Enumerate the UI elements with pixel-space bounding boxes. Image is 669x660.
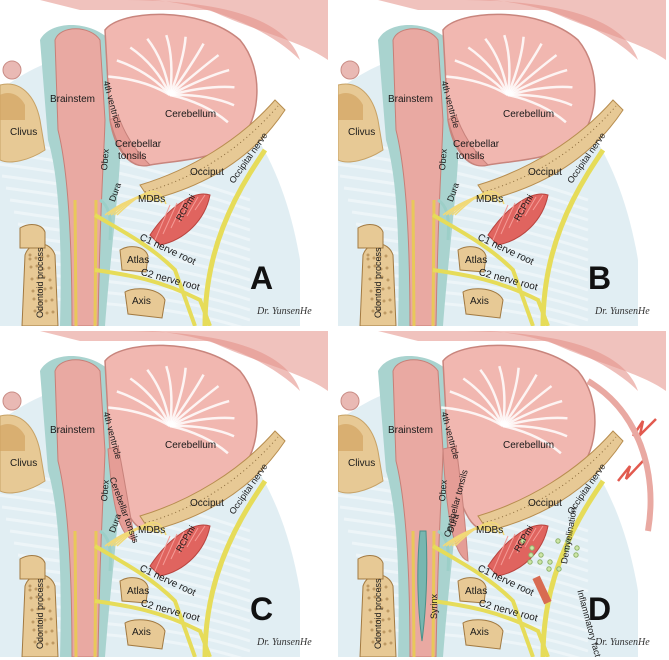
atlas-posterior-arch <box>457 577 487 604</box>
atlas-anterior-arch <box>19 555 46 580</box>
atlas-anterior-arch <box>357 555 384 580</box>
label-clivus: Clivus <box>348 127 376 138</box>
label-mdbs: MDBs <box>138 194 166 205</box>
label-odontoid-process: Odontoid process <box>35 247 45 318</box>
syrinx-cavity <box>417 530 428 642</box>
label-mdbs: MDBs <box>476 194 504 205</box>
label-atlas: Atlas <box>465 255 488 266</box>
anatomy-illustration <box>0 331 328 657</box>
label-odontoid-process: Odontoid process <box>373 247 383 318</box>
nerve-roots <box>93 148 268 326</box>
anatomy-illustration <box>338 331 666 657</box>
label-atlas: Atlas <box>465 586 488 597</box>
axis-bone <box>124 619 166 650</box>
axis-bone <box>462 288 504 319</box>
axis-bone <box>124 288 166 319</box>
anatomy-illustration <box>0 0 328 326</box>
label-cerebellar-tonsils: Cerebellar <box>453 139 500 150</box>
label-brainstem: Brainstem <box>50 425 96 436</box>
panel-letter: B <box>588 260 612 296</box>
odontoid-process <box>359 574 397 657</box>
label-cerebellum: Cerebellum <box>503 440 555 451</box>
label-occiput: Occiput <box>528 167 562 178</box>
atlas-anterior-arch <box>357 224 384 249</box>
label-cerebellar-tonsils-2: tonsils <box>456 151 485 162</box>
cerebellar-tonsils <box>109 114 151 167</box>
cerebellar-tonsils <box>107 445 136 542</box>
label-axis: Axis <box>132 296 151 307</box>
nerve-roots <box>431 148 606 326</box>
brainstem <box>54 359 106 657</box>
atlas-anterior-arch <box>19 224 46 249</box>
panel-letter: A <box>250 260 274 296</box>
occiput-bone <box>139 430 286 532</box>
atlas-posterior-arch <box>119 246 149 273</box>
nerve-roots <box>93 479 268 657</box>
label-syrinx: Syrinx <box>429 593 439 619</box>
occiput-bone <box>139 99 286 201</box>
brainstem <box>392 28 444 326</box>
label-obex: Obex <box>99 148 111 171</box>
brainstem <box>392 359 444 657</box>
label-odontoid-process: Odontoid process <box>35 578 45 649</box>
label-occiput: Occiput <box>190 167 224 178</box>
brainstem <box>54 28 106 326</box>
anatomy-illustration <box>338 0 666 326</box>
label-obex: Obex <box>437 479 449 502</box>
label-brainstem: Brainstem <box>388 94 434 105</box>
label-cerebellum: Cerebellum <box>503 109 555 120</box>
label-clivus: Clivus <box>10 127 38 138</box>
odontoid-process <box>21 574 59 657</box>
label-cerebellum: Cerebellum <box>165 109 217 120</box>
author-signature: Dr. YunsenHe <box>595 637 650 648</box>
label-occiput: Occiput <box>190 498 224 509</box>
label-obex: Obex <box>437 148 449 171</box>
label-cerebellar-tonsils-2: tonsils <box>118 151 147 162</box>
atlas-posterior-arch <box>457 246 487 273</box>
label-brainstem: Brainstem <box>388 425 434 436</box>
label-cerebellar-tonsils: Cerebellar <box>115 139 162 150</box>
label-mdbs: MDBs <box>138 525 166 536</box>
label-axis: Axis <box>470 627 489 638</box>
author-signature: Dr. YunsenHe <box>257 306 312 317</box>
cerebellar-tonsils <box>442 445 469 562</box>
label-mdbs: MDBs <box>476 525 504 536</box>
cerebrum <box>378 331 666 391</box>
label-axis: Axis <box>132 627 151 638</box>
label-brainstem: Brainstem <box>50 94 96 105</box>
label-odontoid-process: Odontoid process <box>373 578 383 649</box>
panel-letter: C <box>250 591 274 627</box>
label-atlas: Atlas <box>127 586 150 597</box>
label-occiput: Occiput <box>528 498 562 509</box>
panel-letter: D <box>588 591 612 627</box>
author-signature: Dr. YunsenHe <box>595 306 650 317</box>
cerebrum <box>40 0 328 60</box>
label-clivus: Clivus <box>10 458 38 469</box>
label-clivus: Clivus <box>348 458 376 469</box>
cerebrum <box>378 0 666 60</box>
author-signature: Dr. YunsenHe <box>257 637 312 648</box>
odontoid-process <box>359 243 397 326</box>
occiput-bone <box>477 430 624 532</box>
occiput-bone <box>477 99 624 201</box>
axis-bone <box>462 619 504 650</box>
label-atlas: Atlas <box>127 255 150 266</box>
label-axis: Axis <box>470 296 489 307</box>
cerebellar-tonsils <box>447 114 489 167</box>
label-cerebellum: Cerebellum <box>165 440 217 451</box>
atlas-posterior-arch <box>119 577 149 604</box>
odontoid-process <box>21 243 59 326</box>
cerebrum <box>40 331 328 391</box>
